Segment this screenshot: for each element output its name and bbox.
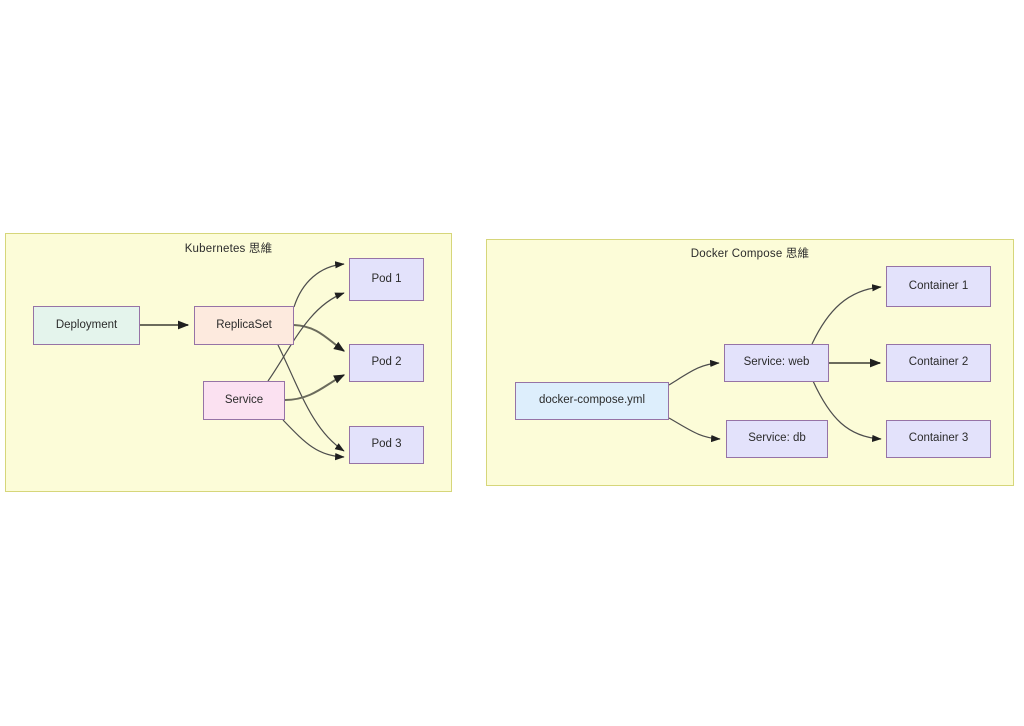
node-service[interactable]: Service	[203, 381, 285, 420]
panel-docker-compose-title: Docker Compose 思維	[690, 248, 810, 260]
node-container-2[interactable]: Container 2	[886, 344, 991, 382]
node-pod-1[interactable]: Pod 1	[349, 258, 424, 301]
node-service-db[interactable]: Service: db	[726, 420, 828, 458]
node-container-3[interactable]: Container 3	[886, 420, 991, 458]
panel-kubernetes-title: Kubernetes 思維	[184, 243, 273, 255]
node-container-1[interactable]: Container 1	[886, 266, 991, 307]
node-service-web[interactable]: Service: web	[724, 344, 829, 382]
node-deployment[interactable]: Deployment	[33, 306, 140, 345]
node-pod-3[interactable]: Pod 3	[349, 426, 424, 464]
node-compose-file[interactable]: docker-compose.yml	[515, 382, 669, 420]
node-replicaset[interactable]: ReplicaSet	[194, 306, 294, 345]
node-pod-2[interactable]: Pod 2	[349, 344, 424, 382]
